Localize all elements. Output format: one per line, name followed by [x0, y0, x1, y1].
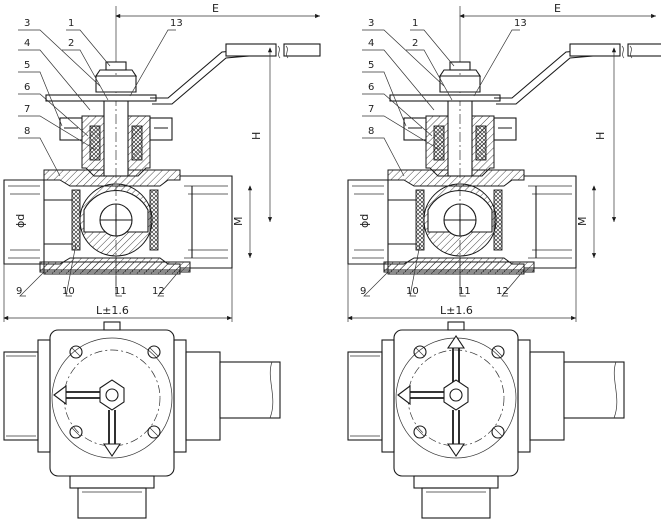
dim-d-label: ϕd [358, 214, 371, 228]
part-label-4: 4 [368, 38, 374, 49]
dim-h-label: H [250, 132, 263, 140]
part-label-7: 7 [368, 104, 374, 115]
part-label-12: 12 [496, 286, 509, 297]
left-plan-view [3, 321, 281, 519]
part-label-2: 2 [68, 38, 74, 49]
part-label-3: 3 [24, 18, 30, 29]
dim-e-label: E [554, 2, 561, 15]
part-label-5: 5 [368, 60, 374, 71]
part-label-1: 1 [412, 18, 418, 29]
part-label-9: 9 [360, 286, 366, 297]
part-label-8: 8 [24, 126, 30, 137]
dim-e-label: E [212, 2, 219, 15]
flow-arrow-left-icon [397, 384, 444, 406]
part-label-7: 7 [24, 104, 30, 115]
dim-m-label: M [232, 217, 245, 227]
part-label-11: 11 [458, 286, 471, 297]
part-label-10: 10 [406, 286, 419, 297]
right-plan-view [347, 321, 625, 519]
right-section-view: E H M ϕd L±1.6 3 1 13 4 2 5 6 7 8 9 10 1… [347, 2, 661, 322]
part-label-2: 2 [412, 38, 418, 49]
part-label-10: 10 [62, 286, 75, 297]
part-label-6: 6 [24, 82, 30, 93]
dim-d-label: ϕd [14, 214, 27, 228]
part-label-13: 13 [170, 18, 183, 29]
part-label-11: 11 [114, 286, 127, 297]
left-section-view: E H M ϕd L±1.6 3 1 13 4 2 5 6 7 8 [3, 2, 321, 322]
part-label-4: 4 [24, 38, 30, 49]
part-label-6: 6 [368, 82, 374, 93]
flow-arrow-down-icon [446, 410, 466, 457]
part-label-9: 9 [16, 286, 22, 297]
part-label-3: 3 [368, 18, 374, 29]
part-label-12: 12 [152, 286, 165, 297]
part-label-13: 13 [514, 18, 527, 29]
dim-m-label: M [576, 217, 589, 227]
flow-arrow-up-icon [446, 335, 466, 382]
dim-l-label: L±1.6 [96, 304, 129, 317]
part-label-8: 8 [368, 126, 374, 137]
part-label-1: 1 [68, 18, 74, 29]
flow-arrow-down-icon [102, 410, 122, 457]
part-label-5: 5 [24, 60, 30, 71]
flow-arrow-left-icon [53, 384, 100, 406]
dim-l-label: L±1.6 [440, 304, 473, 317]
dim-h-label: H [594, 132, 607, 140]
